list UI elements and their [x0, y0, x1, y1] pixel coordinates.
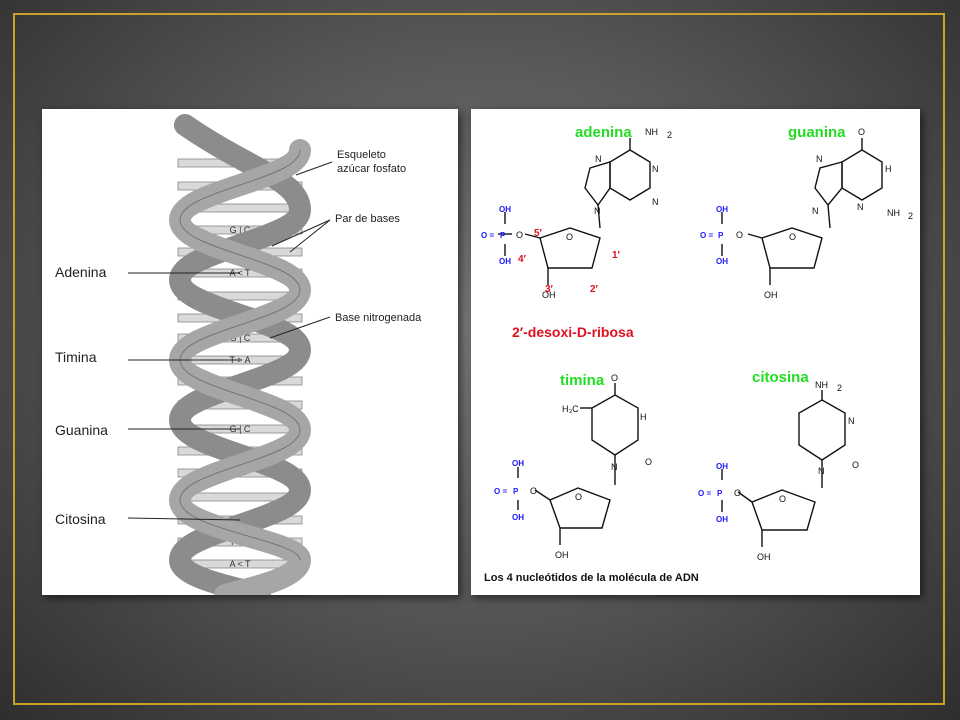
title-guanina: guanina — [788, 124, 846, 141]
atom-o-eq-a: O = — [481, 231, 494, 240]
atom-oh-g2: OH — [716, 257, 728, 266]
atom-ch3-t: H₃C — [562, 404, 579, 414]
atom-nh2-a: NH — [645, 127, 658, 137]
base-pair-label: G | C — [230, 333, 251, 343]
atom-oh-t1: OH — [512, 459, 524, 468]
atom-o-link-a: O — [516, 230, 523, 240]
atom-p-g: P — [718, 231, 724, 240]
atom-n-a1: N — [652, 164, 659, 174]
atom-o-g: O — [858, 127, 865, 137]
carbon-2prime: 2′ — [590, 284, 599, 295]
backbone-strand-back — [168, 114, 312, 595]
label-base-nitrogenada: Base nitrogenada — [335, 312, 422, 324]
carbon-3prime: 3′ — [545, 284, 554, 295]
carbon-4prime: 4′ — [518, 254, 527, 265]
atom-nh2-sub-a: 2 — [667, 130, 672, 140]
atom-oh-c2: OH — [716, 515, 728, 524]
atom-oh-t2: OH — [512, 513, 524, 522]
atom-n-a2: N — [652, 197, 659, 207]
atom-oh-g1: OH — [716, 205, 728, 214]
atom-p-c: P — [717, 489, 723, 498]
base-pair-label: G | C — [230, 225, 251, 235]
atom-o-link-c: O — [734, 488, 741, 498]
atom-o-ring-t: O — [575, 492, 582, 502]
atom-nh2-sub-c: 2 — [837, 383, 842, 393]
dna-helix-svg: G | CG | CT < AA < TG | CT > AA <G | CT … — [55, 114, 422, 595]
atom-o-eq-t: O = — [494, 487, 507, 496]
atom-o-c: O — [852, 460, 859, 470]
title-citosina: citosina — [752, 369, 809, 386]
atom-nh2-sub-g: 2 — [908, 211, 913, 221]
atom-p-t: P — [513, 487, 519, 496]
slide-border — [13, 13, 945, 705]
label-timina: Timina — [55, 349, 97, 365]
atom-oh-g3: OH — [764, 290, 778, 300]
atom-n-g2: N — [816, 154, 823, 164]
atom-o-t1: O — [611, 373, 618, 383]
label-guanina: Guanina — [55, 422, 108, 438]
atom-oh-c1: OH — [716, 462, 728, 471]
nucleotides-caption: Los 4 nucleótidos de la molécula de ADN — [484, 572, 699, 584]
title-adenina: adenina — [575, 124, 632, 141]
atom-n-c2: N — [818, 466, 825, 476]
atom-o-eq-g: O = — [700, 231, 713, 240]
atom-o-ring-c: O — [779, 494, 786, 504]
atom-n-g1: N — [857, 202, 864, 212]
atom-o-eq-c: O = — [698, 489, 711, 498]
base-pair-label: A < T — [229, 268, 251, 278]
atom-n-g3: N — [812, 206, 819, 216]
carbon-1prime: 1′ — [612, 250, 621, 261]
atom-oh-a2: OH — [499, 257, 511, 266]
label-esqueleto: Esqueleto — [337, 149, 386, 161]
atom-nh2-c: NH — [815, 380, 828, 390]
atom-o-link-t: O — [530, 486, 537, 496]
atom-n-t: N — [611, 462, 618, 472]
label-azucar-fosfato: azúcar fosfato — [337, 163, 406, 175]
atom-oh-c3: OH — [757, 552, 771, 562]
atom-nh2-g: NH — [887, 208, 900, 218]
base-pair-label: A < T — [229, 559, 251, 569]
title-timina: timina — [560, 372, 605, 389]
citosina-molecule — [721, 390, 846, 547]
nucleotides-diagram: adenina guanina timina citosina NH 2 N N… — [471, 109, 920, 595]
atom-nh-g: H — [885, 164, 892, 174]
nucleotides-svg: adenina guanina timina citosina NH 2 N N… — [481, 124, 913, 584]
atom-o-t2: O — [645, 457, 652, 467]
adenina-molecule — [498, 138, 651, 285]
guanina-molecule — [721, 138, 883, 285]
label-par-de-bases: Par de bases — [335, 213, 400, 225]
timina-molecule — [517, 383, 639, 545]
atom-oh-a3: OH — [542, 290, 556, 300]
sugar-label: 2′-desoxi-D-ribosa — [512, 324, 634, 340]
atom-oh-a1: OH — [499, 205, 511, 214]
atom-o-ring-a: O — [566, 232, 573, 242]
atom-nh-t: H — [640, 412, 647, 422]
atom-n-a3: N — [594, 206, 601, 216]
atom-n-c1: N — [848, 416, 855, 426]
label-citosina: Citosina — [55, 511, 106, 527]
base-pair-label: G | C — [230, 424, 251, 434]
pointer-lines — [127, 161, 333, 521]
carbon-5prime: 5′ — [534, 228, 543, 239]
atom-o-link-g: O — [736, 230, 743, 240]
atom-oh-t3: OH — [555, 550, 569, 560]
label-adenina: Adenina — [55, 264, 107, 280]
atom-p-a: P — [500, 231, 506, 240]
atom-n-a4: N — [595, 154, 602, 164]
atom-o-ring-g: O — [789, 232, 796, 242]
